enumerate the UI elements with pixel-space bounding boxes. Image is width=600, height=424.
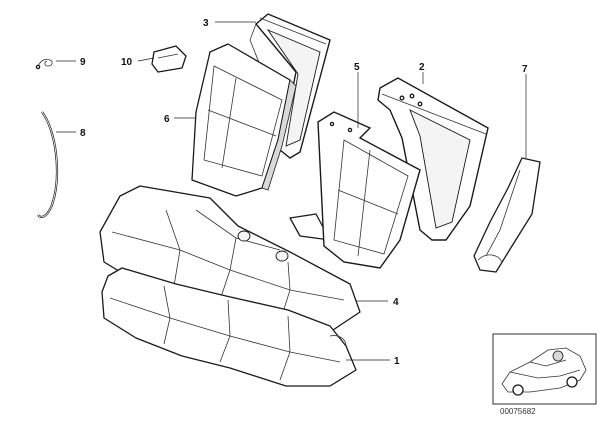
callout-4: 4: [393, 297, 399, 308]
callout-3: 3: [203, 18, 209, 29]
part-8-wire[interactable]: [37, 111, 58, 219]
callout-5: 5: [354, 62, 360, 73]
part-1-seat-cushion[interactable]: [101, 267, 357, 387]
part-5-side-cushion[interactable]: [289, 111, 421, 269]
leader-lines: [56, 21, 527, 361]
car-location-inset: 00075682: [492, 333, 597, 416]
part-2-side-frame[interactable]: [377, 77, 489, 241]
part-7-side-bolster[interactable]: [473, 157, 541, 273]
callout-7: 7: [522, 64, 528, 75]
callout-6: 6: [164, 114, 170, 125]
callout-9: 9: [80, 57, 86, 68]
callout-labels: 9 8 10 3 6 5 2 7 4 1: [80, 18, 528, 367]
callout-1: 1: [394, 356, 400, 367]
callout-8: 8: [80, 128, 86, 139]
callout-2: 2: [419, 62, 425, 73]
document-number: 00075682: [500, 407, 536, 416]
part-9-clip[interactable]: [35, 58, 53, 70]
part-6-backrest-cushion[interactable]: [191, 43, 297, 197]
part-10-pad[interactable]: [151, 45, 187, 73]
callout-10: 10: [121, 57, 133, 68]
